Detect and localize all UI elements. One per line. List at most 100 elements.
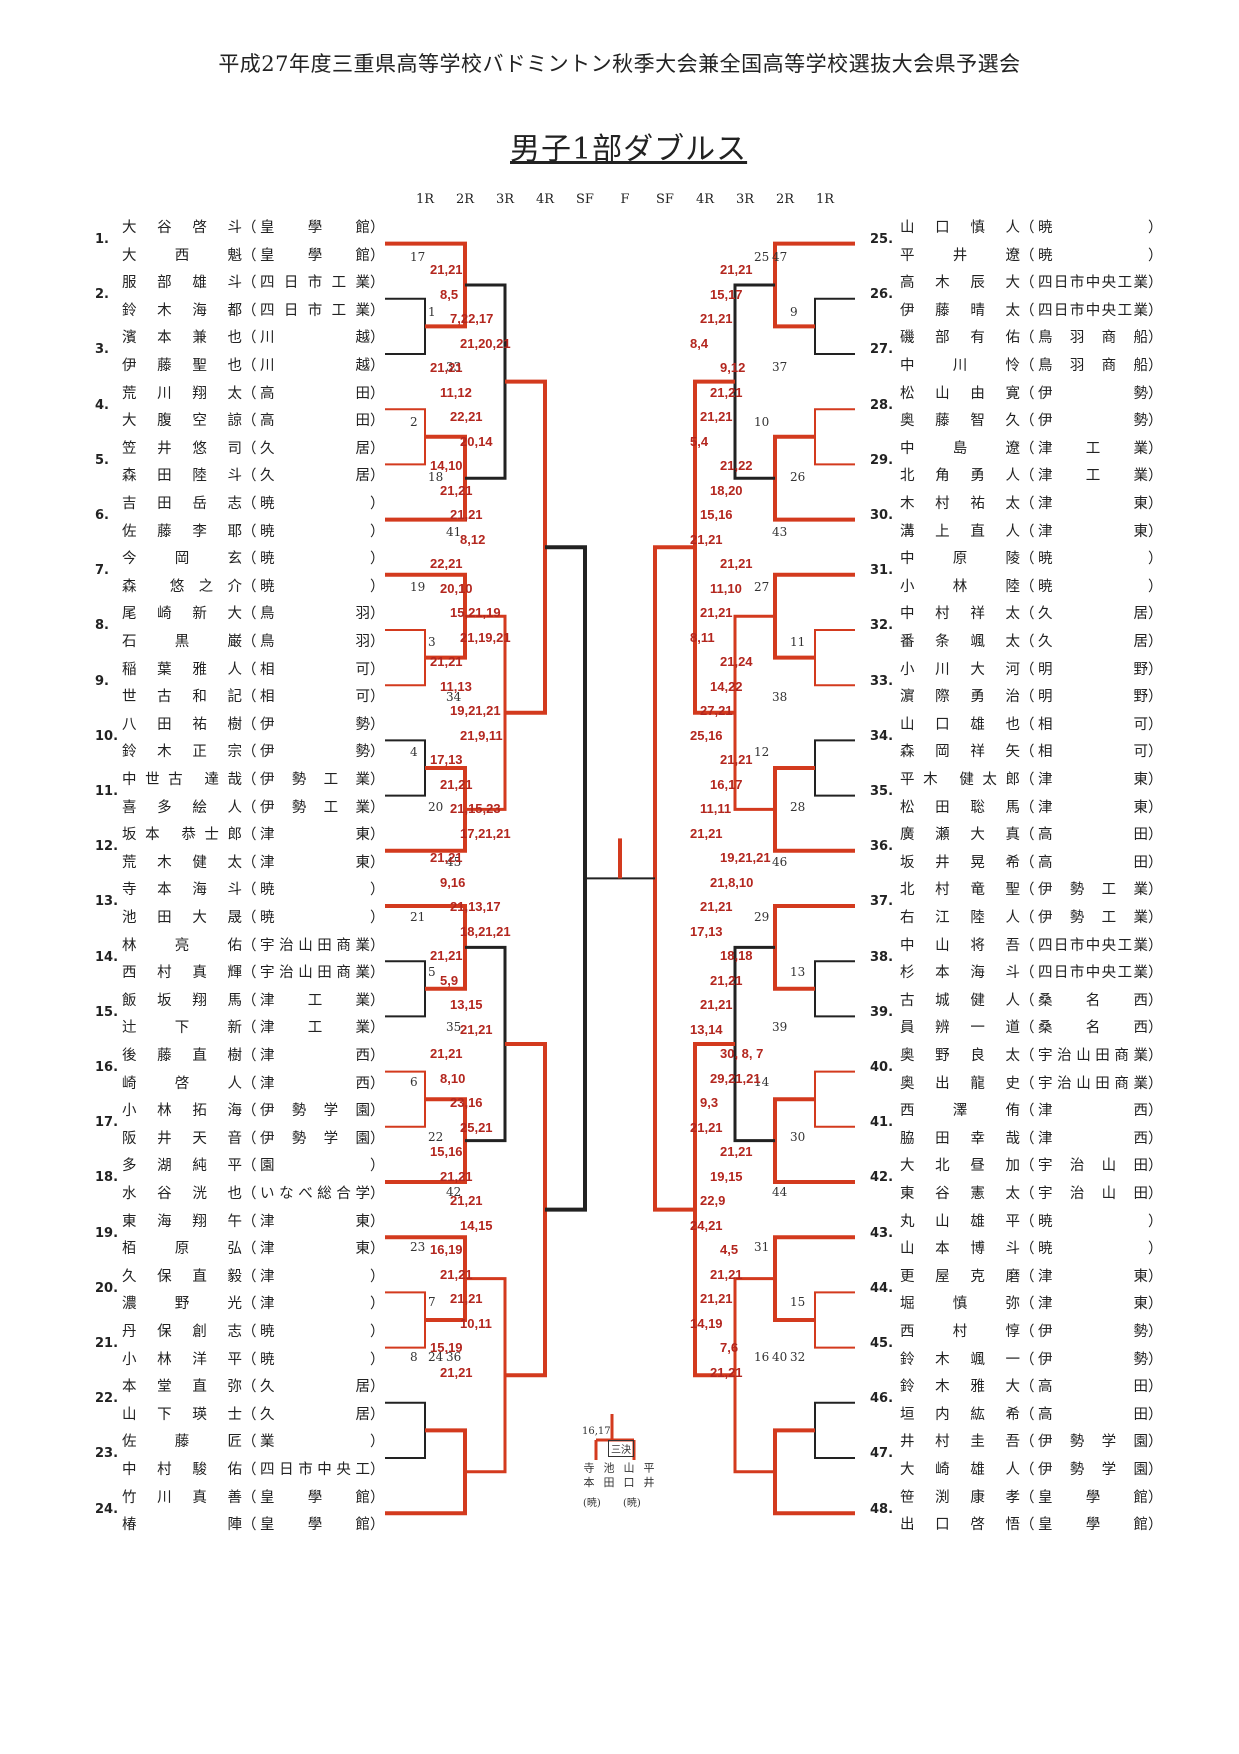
- player-row: 番 条 颯 太（久 居）: [900, 630, 1163, 651]
- player-row: 丸 山 雄 平（暁）: [900, 1210, 1163, 1231]
- match-score: 17,21,21: [460, 825, 511, 841]
- match-score: 22,21: [450, 409, 483, 424]
- player-name: 大 谷 啓 斗: [122, 220, 242, 236]
- match-score: 21,21: [700, 311, 733, 326]
- school-name: 久 居: [260, 440, 370, 457]
- player-row: 竹 川 真 善（皇 學 館）: [122, 1486, 385, 1507]
- match-score: 24,21: [690, 1217, 723, 1233]
- player-name: 井 村 圭 吾: [900, 1434, 1020, 1451]
- school-name: 伊 勢: [1038, 1324, 1148, 1340]
- match-number: 33: [446, 360, 462, 374]
- match-score: 21,21: [710, 972, 743, 988]
- round-label: 4R: [535, 192, 555, 207]
- first-round-match: [814, 960, 855, 1018]
- match-score: 21,21: [450, 507, 483, 522]
- draw-number: 42.: [870, 1170, 894, 1186]
- player-row: 小 林 拓 海（伊勢学園）: [122, 1099, 385, 1120]
- school-name: 津 工 業: [260, 1020, 370, 1037]
- player-row: 平木 健太郎（津 東）: [900, 768, 1163, 789]
- school-name: 宇治山田商業: [1038, 1048, 1148, 1064]
- match-score: 21,20,21: [460, 335, 511, 351]
- player-name: 阪 井 天 音: [122, 1130, 242, 1147]
- player-name: 西 村 真 輝: [122, 965, 242, 982]
- match-number: 5: [428, 965, 436, 979]
- match-score: 8,11: [690, 629, 715, 645]
- player-row: 椿 陣（皇 學 館）: [122, 1513, 385, 1534]
- draw-number: 15.: [95, 1004, 119, 1020]
- draw-number: 45.: [870, 1336, 894, 1351]
- player-name: 磯 部 有 佑: [900, 330, 1020, 347]
- round-label: 3R: [735, 192, 755, 207]
- match-score: 7,6: [720, 1340, 739, 1355]
- fourth-round-match: [505, 379, 547, 715]
- player-row: 東 谷 憲 太（宇治山田）: [900, 1182, 1163, 1203]
- draw-number: 44.: [870, 1280, 894, 1296]
- draw-number: 33.: [870, 673, 894, 689]
- player-name: 辻 下 新: [122, 1020, 242, 1037]
- match-score: 21,21: [430, 654, 463, 669]
- school-name: 四日市中央工: [260, 1462, 370, 1478]
- match-score: 22,21: [430, 556, 463, 571]
- player-row: 寺 本 海 斗（暁）: [122, 878, 385, 899]
- player-row: 大 腹 空 諒（高 田）: [122, 409, 385, 430]
- school-name: 伊勢工業: [260, 772, 370, 788]
- draw-number: 24.: [95, 1501, 119, 1517]
- match-score: 30, 8, 7: [720, 1046, 764, 1061]
- player-name: 中 川 怜: [900, 358, 1020, 374]
- player-name: 番 条 颯 太: [900, 634, 1020, 650]
- player-name: 世 古 和 記: [122, 689, 242, 706]
- school-name: 鳥羽商船: [1038, 330, 1148, 347]
- match-score: 5,9: [440, 972, 459, 988]
- school-name: 伊勢学園: [1038, 1462, 1148, 1478]
- school-name: 久 居: [260, 1406, 370, 1423]
- draw-number: 46.: [870, 1391, 894, 1407]
- match-number: 47: [772, 250, 788, 264]
- match-score: 21,21: [720, 262, 753, 277]
- school-name: 高 田: [1038, 827, 1148, 844]
- player-row: 北 角 勇 人（津 工 業）: [900, 464, 1163, 485]
- match-score: 14,22: [710, 678, 743, 694]
- player-name: 高 木 辰 大: [900, 275, 1020, 292]
- draw-number: 17.: [95, 1115, 119, 1131]
- player-row: 服 部 雄 斗（四日市工業）: [122, 271, 385, 292]
- match-score: 15,16: [700, 507, 733, 522]
- school-name: 伊勢学園: [260, 1130, 370, 1147]
- school-name: 桑 名 西: [1038, 992, 1148, 1009]
- match-number: 13: [790, 965, 806, 979]
- player-name: 西 澤 侑: [900, 1103, 1020, 1120]
- match-number: 27: [754, 580, 770, 594]
- match-score: 16,17: [710, 776, 743, 792]
- playoff-score: 16,17: [582, 1426, 611, 1437]
- player-name: 飯 坂 翔 馬: [122, 992, 242, 1009]
- player-name: 奥 出 龍 史: [900, 1075, 1020, 1092]
- school-name: 伊 勢: [1038, 413, 1148, 430]
- match-score: 21,21: [720, 1144, 753, 1159]
- school-name: 暁: [260, 551, 275, 568]
- player-name: 松 田 聡 馬: [900, 799, 1020, 816]
- player-name: 大 西 魁: [122, 247, 242, 264]
- draw-number: 5.: [95, 452, 109, 468]
- player-name: 松 山 由 寛: [900, 385, 1020, 402]
- match-number: 22: [428, 1130, 444, 1144]
- draw-number: 25.: [870, 232, 894, 247]
- player-row: 奥 藤 智 久（伊 勢）: [900, 409, 1163, 430]
- match-number: 29: [754, 910, 770, 924]
- school-name: 伊勢工業: [1038, 882, 1148, 899]
- match-number: 2: [410, 415, 418, 429]
- player-name: 吉 田 岳 志: [122, 496, 242, 512]
- school-name: 暁: [1038, 1241, 1053, 1258]
- match-score: 14,15: [460, 1217, 493, 1233]
- player-name: 佐 藤 李 耶: [122, 523, 242, 540]
- playoff-name: 平 井: [642, 1462, 655, 1488]
- match-score: 22,9: [700, 1193, 726, 1208]
- match-score: 9,3: [700, 1095, 719, 1110]
- match-score: 21,21: [430, 360, 463, 375]
- match-score: 11,11: [700, 801, 732, 816]
- match-score: 21,21: [430, 948, 463, 963]
- match-number: 3: [428, 635, 436, 649]
- round-label: 1R: [815, 192, 835, 207]
- player-row: 西 澤 侑（津 西）: [900, 1099, 1163, 1120]
- match-score: 29,21,21: [710, 1070, 761, 1086]
- school-name: 宇治山田商業: [1038, 1075, 1148, 1092]
- player-row: 平 井 遼（暁）: [900, 244, 1163, 265]
